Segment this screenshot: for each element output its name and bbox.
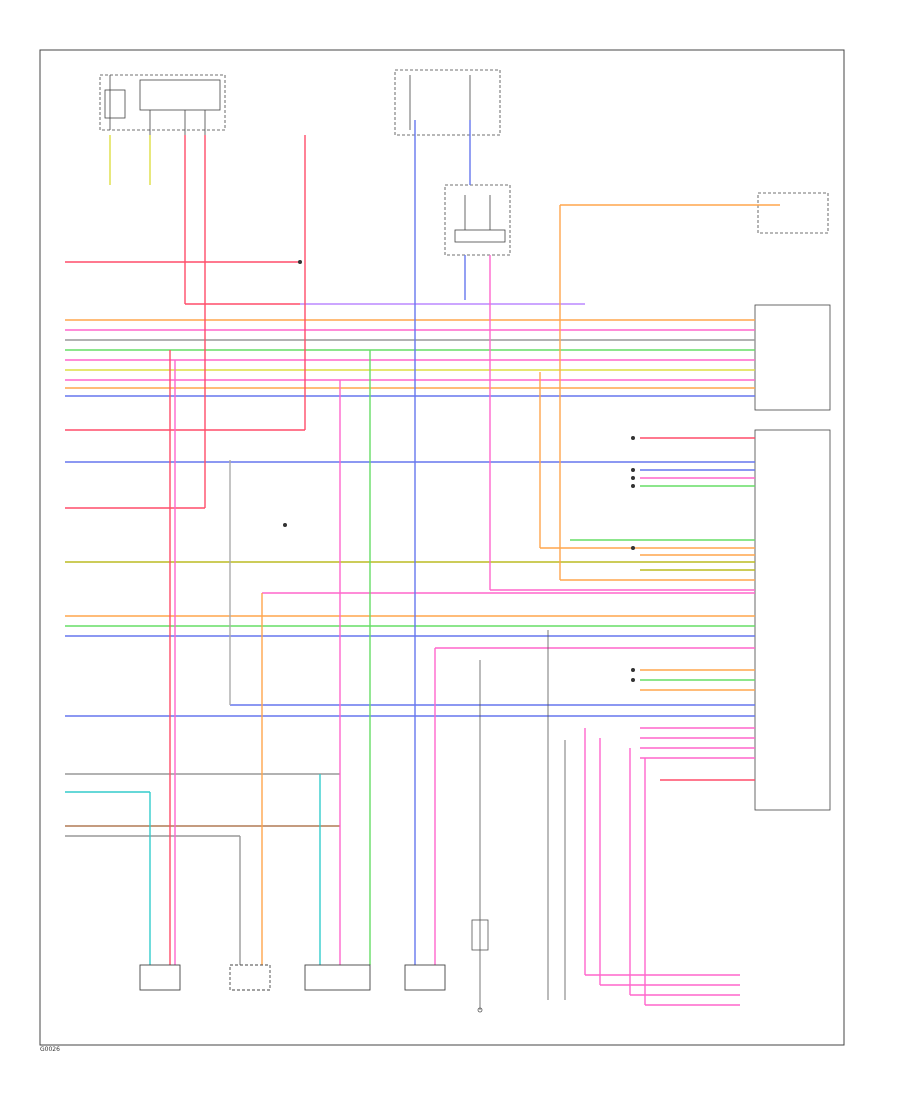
knock-sensor-box [139, 964, 181, 991]
diagram-border [39, 49, 845, 1046]
vertical-wires [109, 120, 755, 1006]
fuse-panel-left [99, 74, 226, 135]
ground-wires [471, 630, 566, 1013]
relay-module [444, 184, 511, 256]
tps-sensor-box [304, 964, 371, 991]
pcm-connector [754, 192, 831, 811]
diagram-code: G0026 [40, 1046, 60, 1053]
sensor-connectors [139, 964, 446, 991]
crank-sensor-box [229, 964, 271, 991]
vss-sensor-box [404, 964, 446, 991]
harness-wires [65, 204, 780, 837]
fuse-panel-right [394, 69, 501, 136]
splice-dots [283, 260, 635, 682]
